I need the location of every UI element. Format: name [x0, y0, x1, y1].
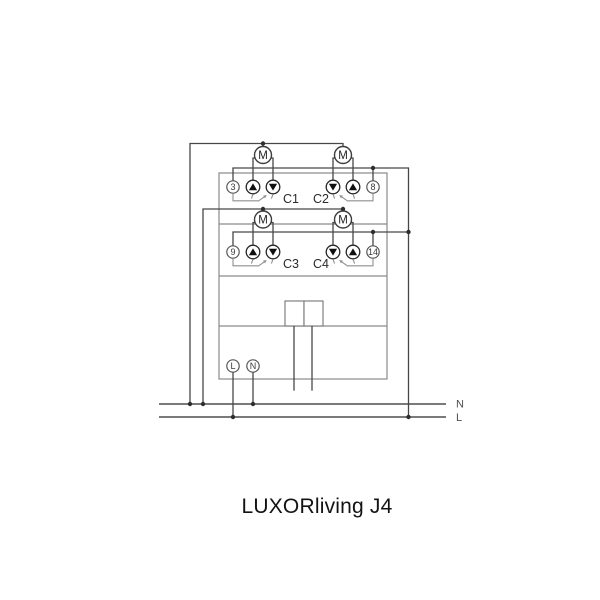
up-arrow-icon [245, 244, 261, 260]
neutral-wire-motors-row1 [189, 142, 344, 405]
channel-c1-label: C1 [283, 192, 299, 206]
down-arrow-icon [325, 244, 341, 260]
junction-dots [187, 141, 411, 420]
motor-1: M [252, 142, 274, 182]
motor-3: M [252, 208, 274, 246]
n-terminal-label: N [250, 361, 257, 371]
external-wiring [159, 142, 446, 418]
channel-c4-label: C4 [313, 257, 329, 271]
channel-c1: 3 C1 [226, 179, 299, 206]
line-wire-row2 [232, 231, 410, 247]
up-arrow-icon [345, 244, 361, 260]
terminal-9-label: 9 [230, 247, 235, 257]
motor-label: M [338, 150, 348, 162]
changeover-contact-c1 [232, 193, 274, 202]
changeover-contact-c4 [332, 258, 374, 267]
down-arrow-icon [265, 179, 281, 195]
motor-icon [333, 145, 353, 165]
device-outline [218, 172, 388, 380]
up-arrow-icon [345, 179, 361, 195]
l-terminal-label: L [230, 361, 235, 371]
bus-connector-right [303, 300, 324, 327]
channel-c4: 14 C4 [313, 244, 380, 271]
l-line-label: L [456, 412, 462, 424]
channel-c3: 9 C3 [226, 244, 299, 271]
device-title: LUXORliving J4 [241, 495, 393, 518]
motor-label: M [258, 215, 268, 227]
down-arrow-icon [265, 244, 281, 260]
l-terminal-circle [226, 359, 240, 373]
n-line-label: N [456, 399, 464, 411]
supply-terminals: L N [226, 359, 260, 373]
motor-2: M [332, 145, 354, 182]
terminal-14-label: 14 [368, 247, 378, 257]
channel-c2: 8 C2 [313, 179, 380, 206]
down-arrow-icon [325, 179, 341, 195]
motor-4: M [332, 210, 354, 246]
bus-connector-left [284, 300, 305, 327]
n-terminal-circle [246, 359, 260, 373]
line-wire-row1-rail [232, 167, 410, 418]
motor-icon [253, 145, 273, 165]
motor-label: M [258, 150, 268, 162]
channel-c3-label: C3 [283, 257, 299, 271]
channel-c2-label: C2 [313, 192, 329, 206]
changeover-contact-c3 [232, 258, 274, 267]
changeover-contact-c2 [332, 193, 374, 202]
motor-label: M [338, 215, 348, 227]
up-arrow-icon [245, 179, 261, 195]
terminal-8-label: 8 [370, 182, 375, 192]
terminal-3-label: 3 [230, 182, 235, 192]
